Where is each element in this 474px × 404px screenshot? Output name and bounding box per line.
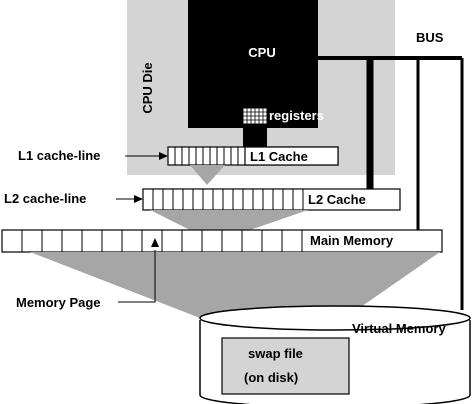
virtual-memory-disk-top bbox=[199, 305, 471, 331]
registers-label: registers bbox=[269, 108, 324, 123]
swap-file bbox=[221, 337, 350, 395]
bus-label: BUS bbox=[416, 30, 444, 45]
main-memory-page-cells bbox=[21, 230, 303, 252]
l1-cache-label-bg bbox=[244, 146, 339, 166]
funnel-l1-to-l2 bbox=[190, 165, 225, 185]
l1-cache-line-arrowhead bbox=[159, 152, 168, 160]
l2-cache-line-cells bbox=[152, 189, 304, 210]
l1-cache-label: L1 Cache bbox=[250, 149, 308, 164]
swap-file-sublabel: (on disk) bbox=[244, 370, 298, 385]
cpu-label: CPU bbox=[248, 45, 275, 60]
registers-grid-cells bbox=[243, 108, 267, 124]
cpu-block bbox=[188, 0, 318, 128]
funnel-l2-to-main bbox=[150, 210, 308, 230]
l2-cache-line-label: L2 cache-line bbox=[4, 191, 86, 206]
main-memory-label: Main Memory bbox=[310, 233, 394, 248]
cpu-die-label: CPU Die bbox=[140, 62, 155, 113]
memory-page-arrowhead bbox=[151, 238, 159, 247]
memory-page-arrow bbox=[118, 250, 156, 303]
swap-file-label: swap file bbox=[248, 346, 303, 361]
l1-cache-line-label: L1 cache-line bbox=[18, 148, 100, 163]
l2-cache-line-arrowhead bbox=[134, 195, 143, 203]
funnel-main-to-virtual bbox=[30, 252, 440, 318]
virtual-memory-label: Virtual Memory bbox=[352, 321, 446, 336]
memory-page-label: Memory Page bbox=[16, 295, 101, 310]
bus-lines bbox=[318, 56, 464, 310]
l2-cache-label: L2 Cache bbox=[308, 192, 366, 207]
